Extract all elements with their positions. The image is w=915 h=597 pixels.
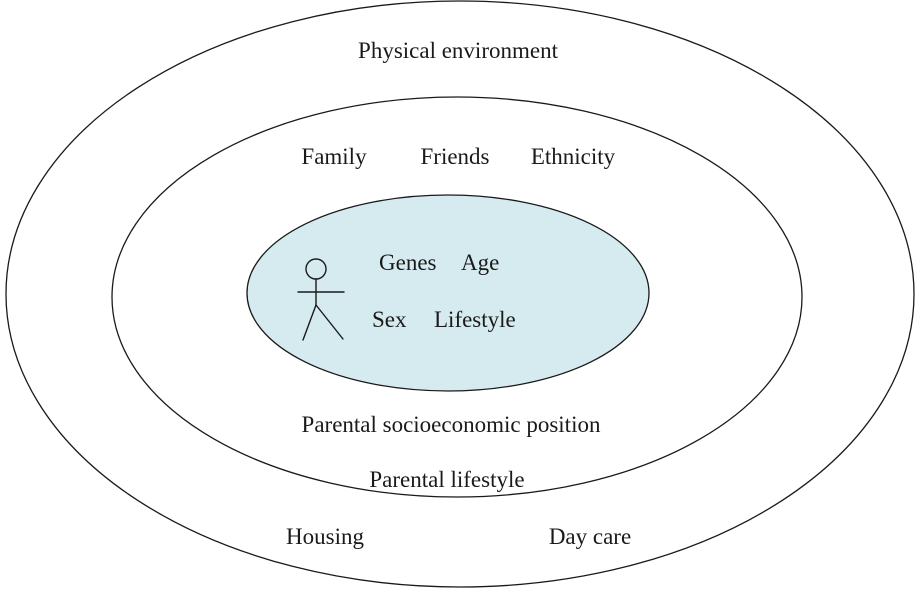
- person-stick-figure-icon: [297, 258, 345, 341]
- middle-ellipse: [111, 96, 803, 498]
- friends-label: Friends: [421, 144, 490, 169]
- outer-ellipse: [5, 0, 915, 588]
- parental-socioeconomic-position-label: Parental socioeconomic position: [302, 412, 601, 437]
- family-label: Family: [301, 144, 367, 169]
- genes-label: Genes: [379, 250, 437, 275]
- day-care-label: Day care: [549, 524, 631, 549]
- housing-label: Housing: [286, 524, 364, 549]
- physical-environment-label: Physical environment: [358, 38, 559, 63]
- lifestyle-label: Lifestyle: [434, 307, 516, 332]
- ethnicity-label: Ethnicity: [531, 144, 616, 169]
- core-ellipse: [246, 194, 650, 392]
- age-label: Age: [461, 250, 499, 275]
- parental-lifestyle-label: Parental lifestyle: [369, 467, 524, 492]
- sex-label: Sex: [372, 307, 407, 332]
